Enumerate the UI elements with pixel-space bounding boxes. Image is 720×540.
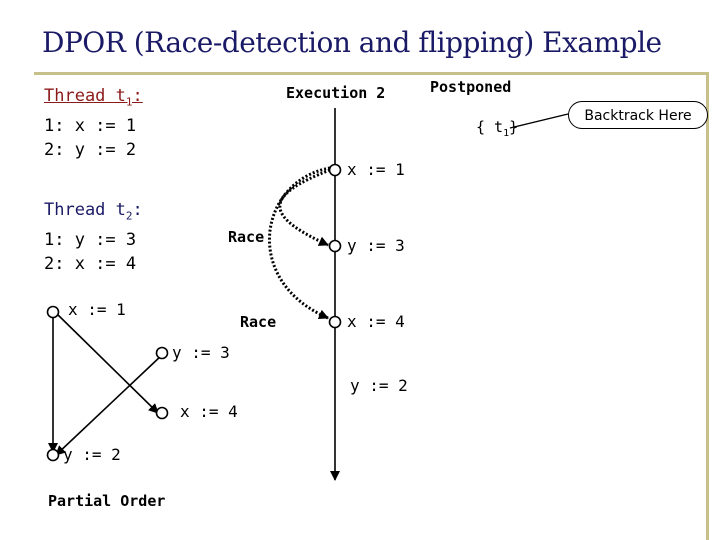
po-node-y2	[46, 448, 60, 462]
race-label-2: Race	[240, 313, 277, 331]
po-node-x1	[46, 305, 60, 319]
exec-event-1: x := 1	[347, 160, 405, 179]
postponed-label: Postponed	[430, 78, 512, 96]
backtrack-pointer	[509, 113, 569, 129]
thread2-header: Thread t2:	[44, 200, 143, 223]
po-label-x4: x := 4	[180, 402, 238, 421]
po-label-y2: y := 2	[63, 445, 121, 464]
thread2-code: Thread t2: 1: y := 3 2: x := 4	[44, 198, 143, 276]
right-rule	[706, 72, 709, 540]
exec-event-2: y := 3	[347, 236, 405, 255]
title-rule	[34, 72, 708, 75]
thread1-line-2: 2: y := 2	[44, 140, 137, 161]
thread1-line-1: 1: x := 1	[44, 116, 137, 137]
thread1-code: Thread t1: 1: x := 1 2: y := 2	[44, 84, 143, 162]
po-label-x1: x := 1	[68, 300, 126, 319]
race-arc-2	[267, 166, 331, 320]
exec-node-y3	[328, 239, 342, 253]
po-label-y3: y := 3	[172, 343, 230, 362]
po-edge-y3-to-y2	[55, 354, 163, 456]
exec-event-4: y := 2	[350, 376, 408, 395]
po-node-y3	[155, 346, 169, 360]
exec-node-x1	[328, 163, 342, 177]
po-node-x4	[155, 406, 169, 420]
race-label-1: Race	[228, 228, 265, 246]
slide-title: DPOR (Race-detection and flipping) Examp…	[42, 26, 662, 59]
backtrack-callout: Backtrack Here	[568, 101, 708, 129]
execution-label: Execution 2	[286, 84, 386, 102]
exec-node-x4	[328, 315, 342, 329]
thread2-line-2: 2: x := 4	[44, 254, 137, 275]
thread2-line-1: 1: y := 3	[44, 230, 137, 251]
race-arc-1	[278, 168, 331, 247]
partial-order-label: Partial Order	[48, 492, 166, 510]
exec-event-3: x := 4	[347, 312, 405, 331]
thread1-header: Thread t1:	[44, 86, 143, 109]
po-edge-x1-to-x4	[54, 311, 159, 414]
postponed-set: { t1}	[476, 118, 519, 139]
